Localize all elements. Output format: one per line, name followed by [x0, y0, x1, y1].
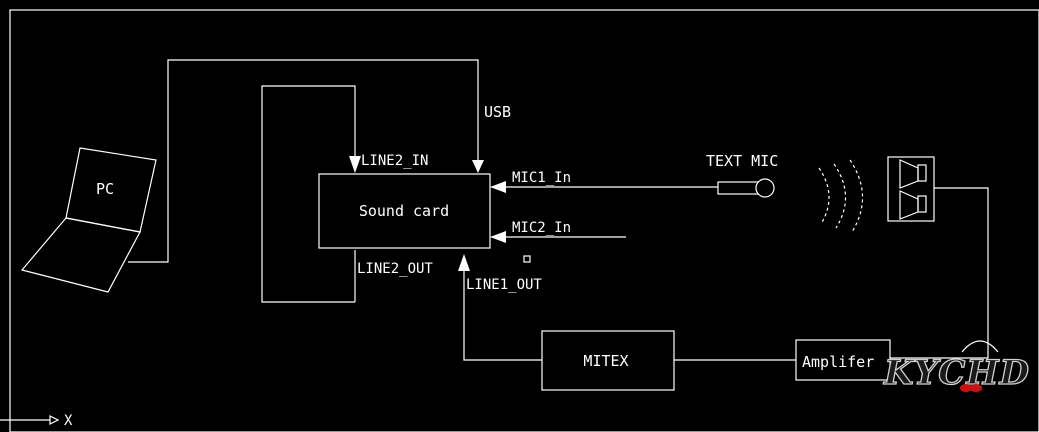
amp-to-speaker [890, 187, 989, 359]
text-mic-label: TEXT MIC [706, 152, 778, 170]
line2-in-arrowhead [349, 156, 361, 173]
usb-label: USB [484, 103, 511, 121]
drawing-frame [9, 9, 1039, 432]
mic1-in-label: MIC1_In [512, 170, 571, 186]
line1-out-label: LINE1_OUT [466, 277, 542, 293]
sound-card-label: Sound card [359, 202, 449, 220]
sound-wave-2 [833, 163, 847, 229]
speaker-magnet-top [917, 164, 927, 182]
mic1-arrowhead [490, 181, 506, 193]
sound-waves [818, 159, 864, 233]
sound-wave-1 [818, 167, 830, 225]
x-axis-label: X [64, 413, 73, 429]
line2-loopback [261, 85, 356, 303]
x-axis-arrowhead [49, 415, 60, 425]
amplifier-box [795, 339, 891, 381]
watermark-headphone-band [961, 340, 999, 353]
mic-head [755, 178, 775, 198]
kychd-watermark: KYCHD [882, 340, 1030, 394]
line2-out-label: LINE2_OUT [357, 261, 433, 277]
speaker-frame [887, 156, 935, 222]
line2-in-label: LINE2_IN [361, 153, 428, 169]
text-mic: TEXT MIC [706, 152, 778, 198]
mic2-arrowhead [490, 231, 506, 243]
sound-card-box [318, 173, 491, 249]
speaker [887, 156, 935, 222]
line1-out-connection [463, 262, 542, 361]
speaker-cone-top [899, 159, 919, 189]
axis-indicator: X [0, 413, 73, 429]
speaker-cone-bottom [899, 190, 919, 220]
laptop-keyboard [20, 217, 141, 293]
watermark-dot-left [960, 384, 972, 392]
mitex-label: MITEX [583, 352, 628, 370]
pc-laptop: PC [20, 147, 157, 293]
speaker-magnet-bottom [917, 195, 927, 213]
marker-square [523, 255, 531, 263]
mic-body [717, 181, 759, 195]
mic2-in-label: MIC2_In [512, 220, 571, 236]
mitex-box [541, 330, 675, 391]
amplifier-label: Amplifer [802, 353, 874, 371]
usb-arrowhead [472, 160, 484, 173]
sound-wave-3 [849, 159, 864, 233]
pc-label: PC [96, 180, 114, 198]
watermark-dot-right [970, 384, 982, 392]
usb-connection [128, 59, 479, 263]
watermark-text: KYCHD [883, 353, 1030, 393]
line1-out-arrowhead [458, 254, 470, 271]
